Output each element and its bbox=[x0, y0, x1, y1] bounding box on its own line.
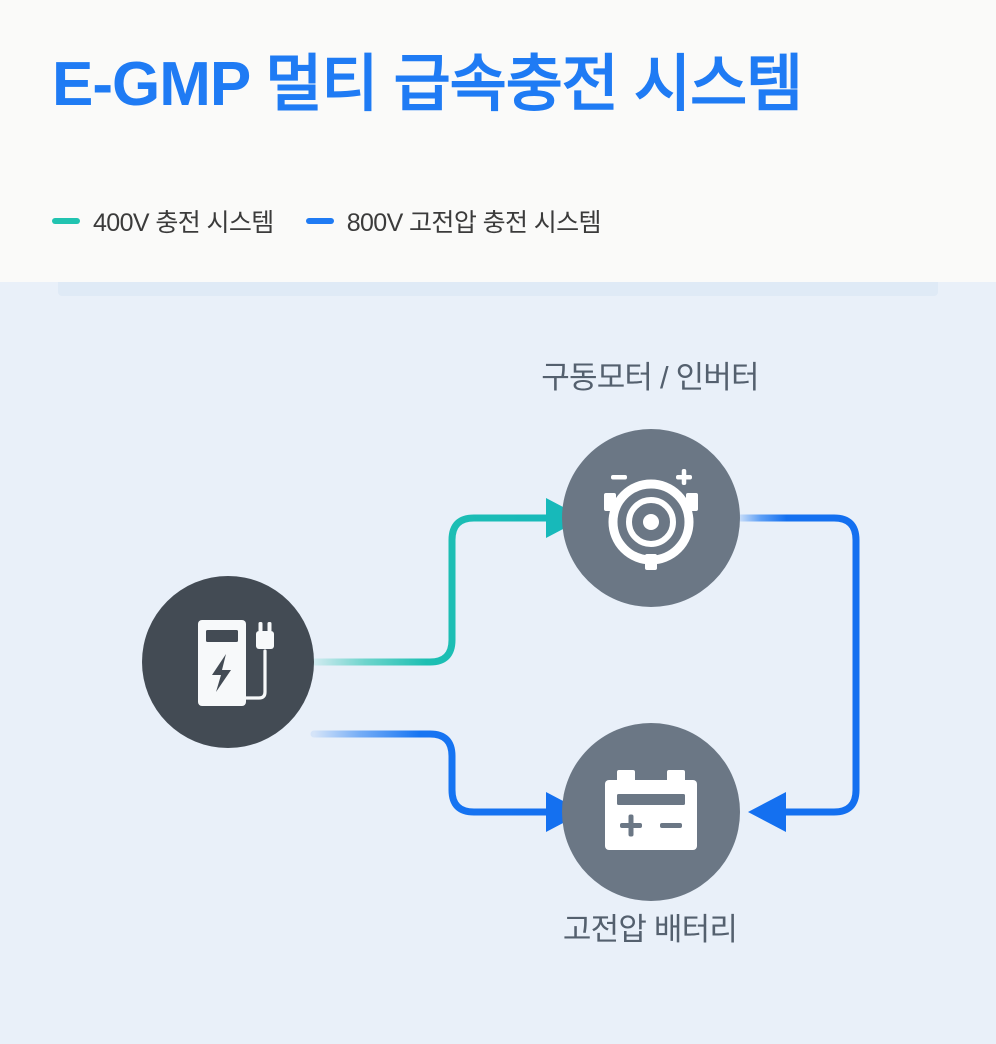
drive-motor-inverter-icon bbox=[604, 469, 698, 570]
diagram-panel: 구동모터 / 인버터 고전압 배터리 bbox=[0, 282, 996, 1044]
legend-item-400v: 400V 충전 시스템 bbox=[52, 203, 274, 239]
line-swatch-teal-icon bbox=[52, 218, 80, 224]
node-charger[interactable] bbox=[142, 576, 314, 748]
edge-motor-to-battery bbox=[736, 514, 860, 832]
legend-label-800v: 800V 고전압 충전 시스템 bbox=[346, 209, 602, 237]
header: E-GMP 멀티 급속충전 시스템 400V 충전 시스템 800V 고전압 충… bbox=[0, 0, 996, 282]
edge-charger-to-battery bbox=[310, 730, 584, 832]
edge-charger-to-motor bbox=[310, 498, 584, 666]
diagram-svg bbox=[142, 429, 860, 901]
node-label-motor-inverter: 구동모터 / 인버터 bbox=[541, 360, 759, 395]
legend-label-400v: 400V 충전 시스템 bbox=[93, 209, 274, 237]
legend: 400V 충전 시스템 800V 고전압 충전 시스템 bbox=[52, 203, 602, 239]
panel-top-band bbox=[58, 282, 938, 296]
node-battery[interactable] bbox=[562, 723, 740, 901]
node-label-battery: 고전압 배터리 bbox=[562, 912, 738, 947]
node-motor-inverter[interactable] bbox=[562, 429, 740, 607]
charging-system-diagram: 구동모터 / 인버터 고전압 배터리 bbox=[0, 282, 996, 1044]
page-title: E-GMP 멀티 급속충전 시스템 bbox=[52, 50, 803, 119]
high-voltage-battery-icon bbox=[605, 770, 697, 850]
line-swatch-blue-icon bbox=[305, 218, 334, 224]
legend-item-800v: 800V 고전압 충전 시스템 bbox=[305, 203, 602, 239]
arrowhead-return-to-battery-icon bbox=[748, 792, 786, 832]
ev-charging-station-icon bbox=[198, 620, 274, 706]
